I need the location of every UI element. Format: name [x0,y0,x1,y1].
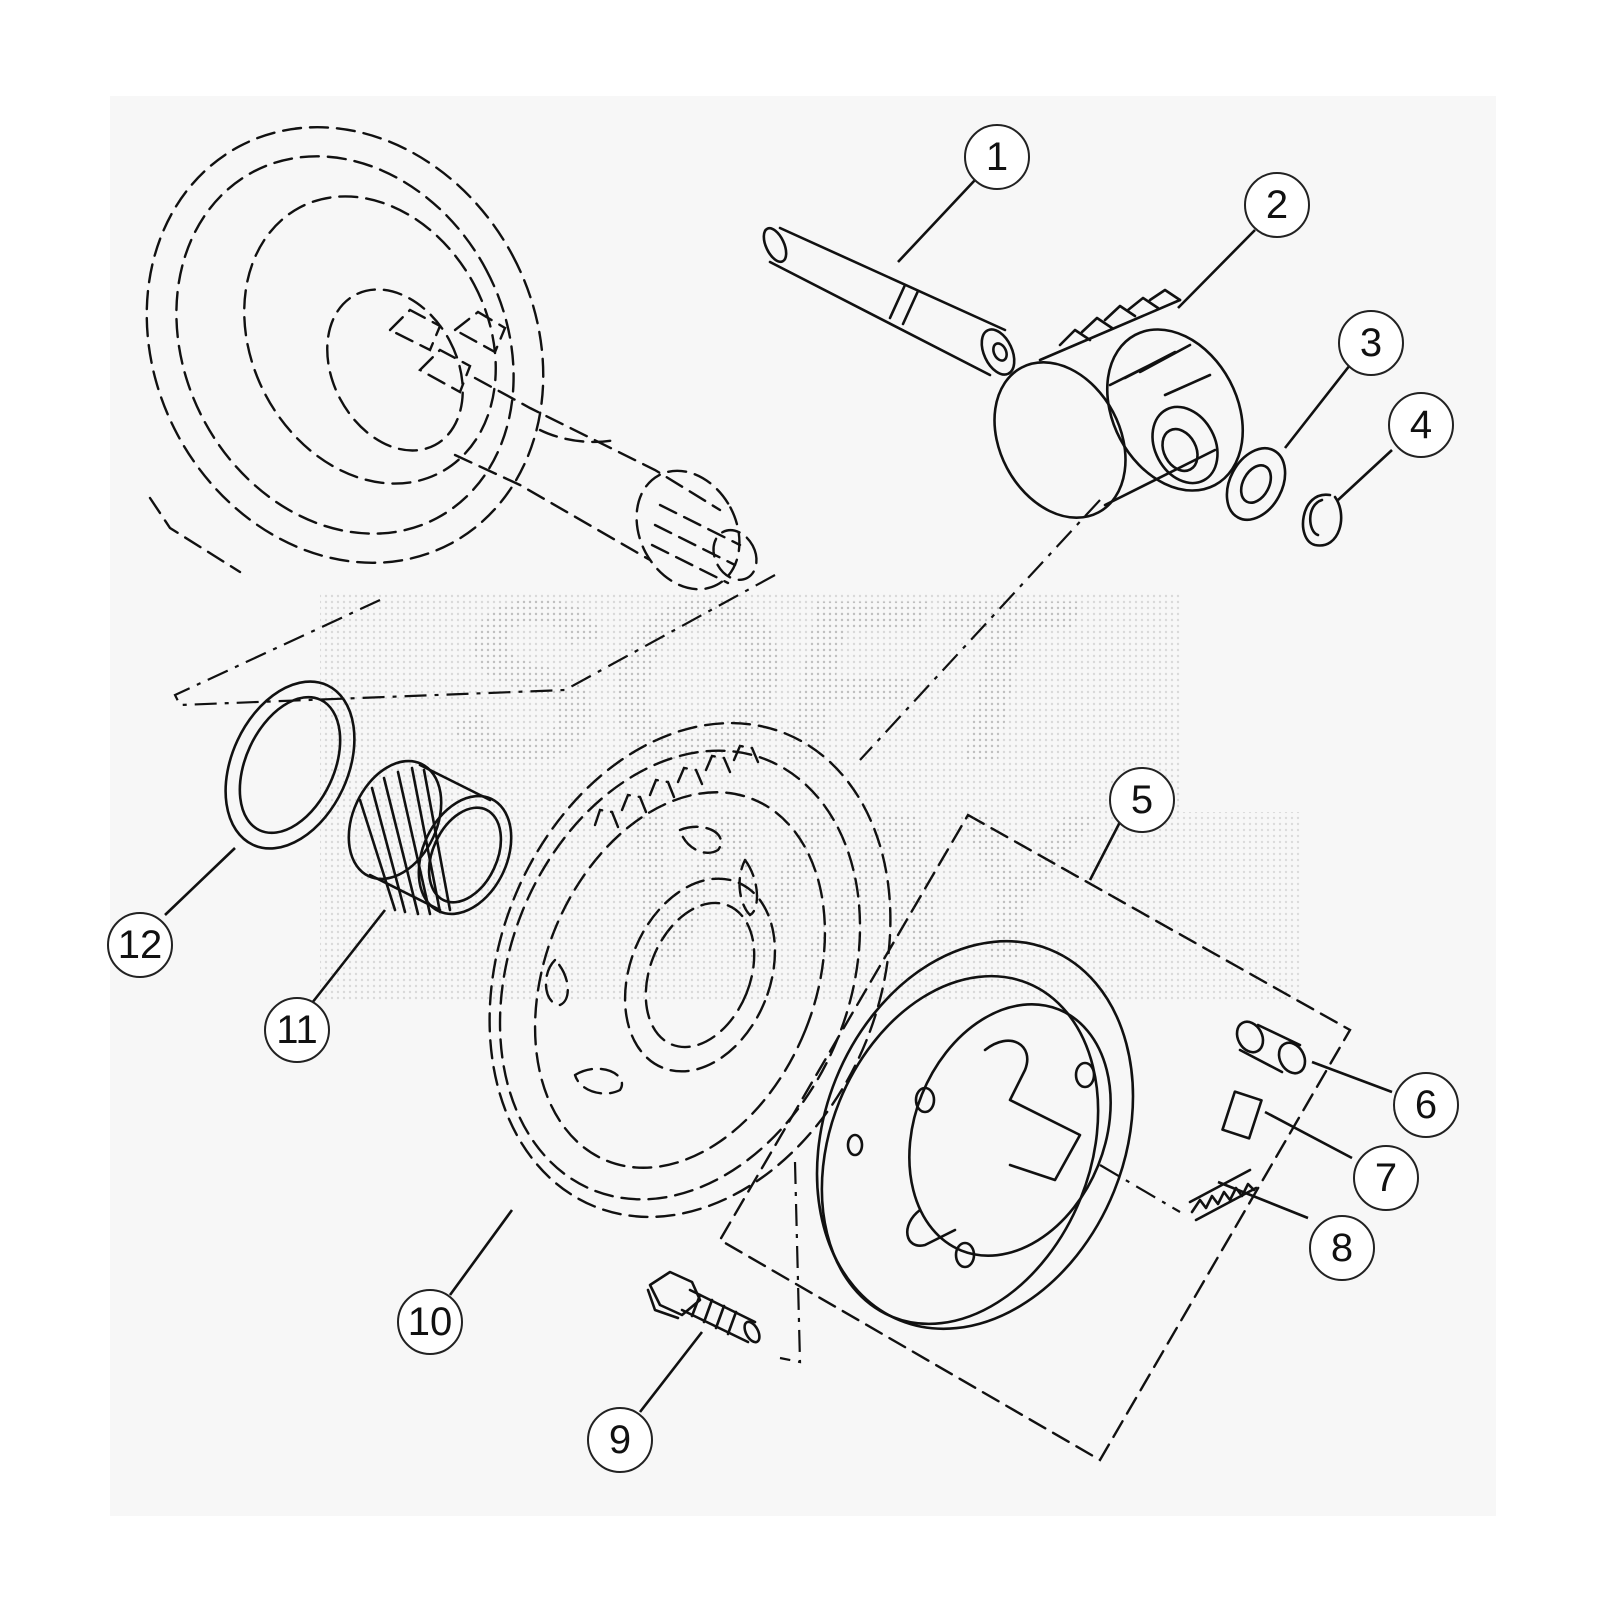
callout-3: 3 [1338,310,1404,376]
callout-number: 2 [1266,183,1288,227]
circlip-part [1301,493,1343,547]
callout-1: 1 [964,124,1030,190]
axis-line-left [173,574,776,707]
callout-6: 6 [1393,1072,1459,1138]
callout-number: 10 [408,1300,453,1344]
callout-11: 11 [264,997,330,1063]
roller-part [1235,1020,1307,1075]
callout-number: 12 [118,923,163,967]
leader-lines [164,179,1393,1413]
callout-number: 9 [609,1418,631,1462]
watermark-line1: SOFT [450,552,1080,809]
clutch-assembly-boundary [718,813,1352,1462]
callout-number: 4 [1410,403,1432,447]
shaft-part [762,226,1016,377]
callout-number: 7 [1375,1156,1397,1200]
watermark-line2: WAY [620,770,1099,1005]
idler-gear-part [993,288,1245,519]
callout-2: 2 [1244,172,1310,238]
washer-part [1225,446,1287,522]
callout-10: 10 [397,1289,463,1355]
axis-line-center [859,499,1101,761]
watermark: SOFT WAY [320,552,1300,1005]
callout-8: 8 [1309,1215,1375,1281]
axis-line-spring [1099,1164,1181,1213]
callout-7: 7 [1353,1145,1419,1211]
callout-number: 8 [1331,1226,1353,1270]
callout-number: 1 [986,135,1008,179]
callout-number: 3 [1360,321,1382,365]
needle-bearing-part [347,759,513,916]
bolt-part [646,1270,761,1344]
clutch-body-part [815,939,1135,1331]
callout-number: 6 [1415,1083,1437,1127]
callout-9: 9 [587,1407,653,1473]
callout-5: 5 [1109,767,1175,833]
plunger-part [1221,1090,1263,1140]
thrust-washer-part [224,680,356,850]
callout-4: 4 [1388,392,1454,458]
callout-number: 5 [1131,778,1153,822]
driven-gear-part [488,721,892,1219]
crankshaft-assembly [145,126,758,591]
callout-12: 12 [107,912,173,978]
axis-line-bolt [779,1161,802,1364]
callout-number: 11 [276,1008,318,1052]
